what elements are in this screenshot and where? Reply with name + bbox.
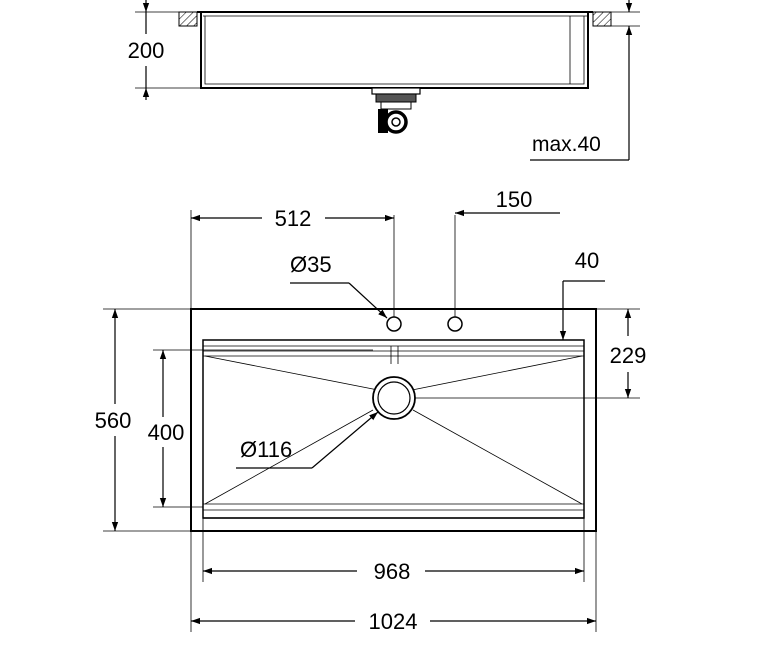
sink-outer-frame xyxy=(190,308,597,532)
bowl-side-outline xyxy=(200,12,589,89)
tap-spacing-label: 150 xyxy=(496,187,533,212)
edge-offset-label: 40 xyxy=(575,248,599,273)
drain-assembly xyxy=(371,87,421,134)
countertop-right-hatch xyxy=(592,11,612,27)
tap-hole-left xyxy=(386,316,402,332)
tap-hole-right xyxy=(447,316,463,332)
offset-max-label: max.40 xyxy=(532,133,601,156)
drain-hole-inner xyxy=(377,381,411,415)
bowl-depth-label: 400 xyxy=(148,420,185,445)
outer-width-label: 1024 xyxy=(369,609,418,634)
countertop-left-hatch xyxy=(178,11,198,27)
drain-offset-label: 229 xyxy=(610,343,647,368)
bowl-width-label: 968 xyxy=(374,559,411,584)
drain-hole-outer xyxy=(372,376,416,420)
side-view: 200 max.40 xyxy=(128,0,640,161)
outer-depth-label: 560 xyxy=(95,408,132,433)
tap-offset-label: 512 xyxy=(275,206,312,231)
drain-diameter-label: Ø116 xyxy=(240,437,292,462)
tap-hole-diameter-label: Ø35 xyxy=(290,252,332,277)
top-view: 512 150 40 Ø35 229 560 400 Ø116 xyxy=(95,187,647,634)
depth-label: 200 xyxy=(128,38,165,63)
